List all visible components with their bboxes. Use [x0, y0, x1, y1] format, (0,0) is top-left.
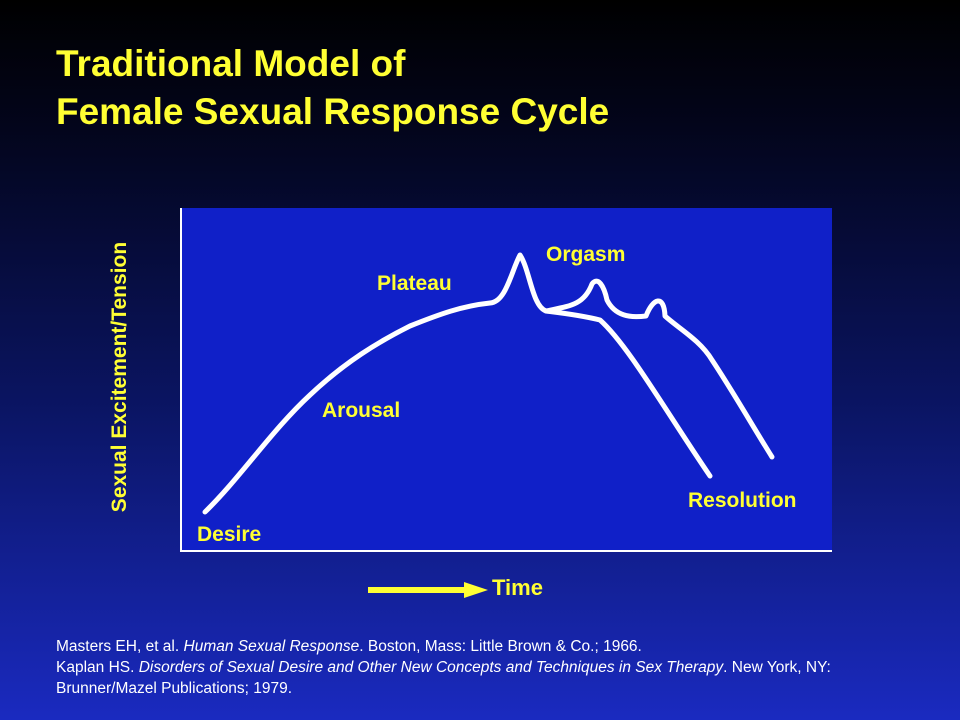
response-curve-multi-orgasm: [543, 278, 775, 460]
phase-label-arousal: Arousal: [322, 399, 401, 422]
x-axis-label: Time: [492, 575, 543, 600]
reference-1: Masters EH, et al. Human Sexual Response…: [56, 636, 926, 657]
reference-2-authors: Kaplan HS.: [56, 659, 135, 676]
reference-2-title: Disorders of Sexual Desire and Other New…: [138, 659, 724, 676]
references: Masters EH, et al. Human Sexual Response…: [56, 636, 926, 699]
reference-1-title: Human Sexual Response: [183, 638, 360, 655]
reference-1-authors: Masters EH, et al.: [56, 638, 180, 655]
phase-label-orgasm: Orgasm: [546, 243, 626, 266]
reference-2: Kaplan HS. Disorders of Sexual Desire an…: [56, 657, 926, 699]
phase-label-desire: Desire: [197, 523, 262, 546]
slide-title-line-1: Traditional Model of: [56, 43, 406, 84]
x-axis-line: [180, 550, 832, 552]
reference-2-details: . New York, NY: Brunner/Mazel Publicatio…: [56, 659, 831, 697]
slide-title-line-2: Female Sexual Response Cycle: [56, 91, 610, 132]
time-arrow-icon: [368, 582, 488, 598]
y-axis-line: [180, 208, 182, 552]
response-curve-main: [202, 252, 713, 515]
phase-label-plateau: Plateau: [377, 272, 452, 295]
phase-label-resolution: Resolution: [688, 489, 797, 512]
slide-title: Traditional Model of Female Sexual Respo…: [56, 40, 609, 136]
reference-1-details: . Boston, Mass: Little Brown & Co.; 1966…: [359, 638, 642, 655]
